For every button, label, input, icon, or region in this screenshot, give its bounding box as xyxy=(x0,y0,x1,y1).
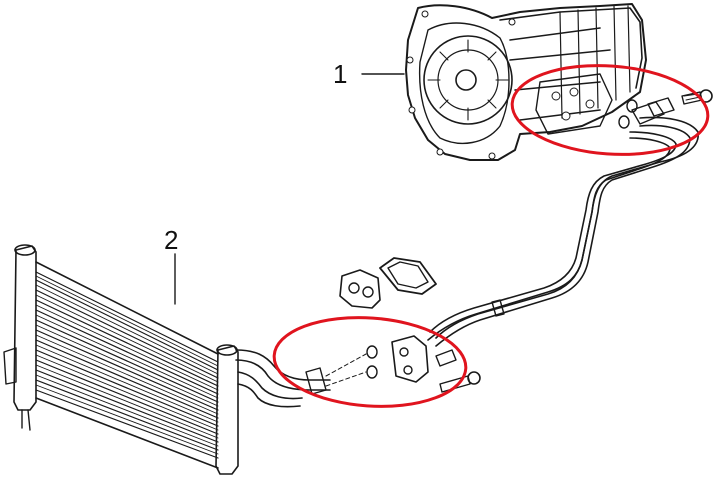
callout-1-number: 1 xyxy=(333,59,348,89)
oil-cooler xyxy=(3,244,239,475)
line-clips xyxy=(339,257,437,309)
highlight-transmission-connection xyxy=(510,64,710,156)
transmission-housing xyxy=(405,3,647,161)
callout-2-number: 2 xyxy=(164,225,179,255)
connector-fittings xyxy=(305,335,481,395)
transmission-fittings xyxy=(618,89,713,129)
highlight-cooler-connection xyxy=(272,316,468,408)
oil-cooler-lines xyxy=(235,116,699,408)
